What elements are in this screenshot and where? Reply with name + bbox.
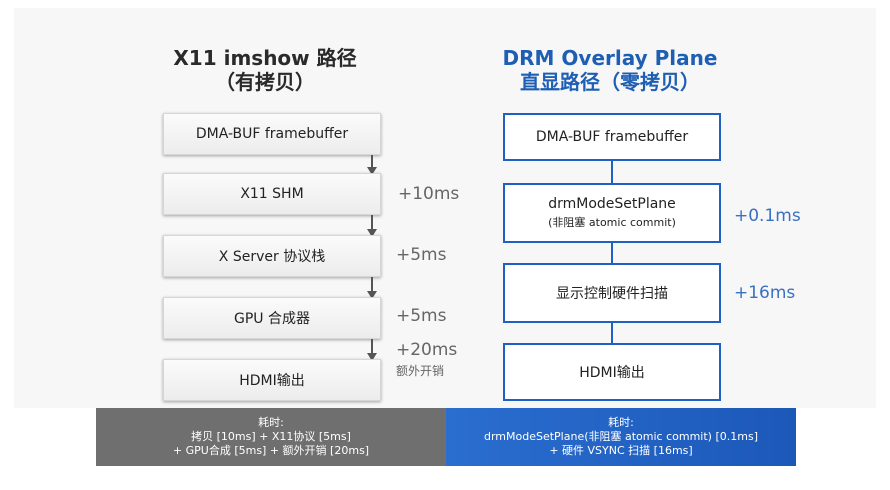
left-latency-hdmi: +20ms: [396, 340, 458, 360]
left-footer-line1: 耗时:: [258, 416, 284, 429]
right-title-line2: 直显路径（零拷贝）: [520, 70, 700, 94]
left-step-xserver: X Server 协议栈: [163, 235, 381, 277]
left-latency-note: 额外开销: [396, 364, 445, 378]
left-step-gpu-compositor: GPU 合成器: [163, 297, 381, 339]
left-step-label: X11 SHM: [240, 186, 304, 202]
left-connector: [371, 215, 373, 231]
left-latency-xserver: +5ms: [396, 245, 447, 265]
right-timing-summary: 耗时: drmModeSetPlane(非阻塞 atomic commit) […: [446, 408, 796, 466]
left-step-label: GPU 合成器: [234, 311, 310, 327]
right-footer-line2: drmModeSetPlane(非阻塞 atomic commit) [0.1m…: [483, 430, 758, 443]
left-title-line2: （有拷贝）: [215, 70, 315, 94]
left-latency-x11-shm: +10ms: [398, 184, 460, 204]
right-step-label: HDMI输出: [579, 365, 645, 381]
left-connector: [371, 277, 373, 293]
left-step-label: X Server 协议栈: [218, 249, 326, 265]
right-step-label: 显示控制硬件扫描: [556, 286, 668, 302]
right-path-title: DRM Overlay Plane 直显路径（零拷贝）: [470, 46, 750, 94]
right-step-label: DMA-BUF framebuffer: [535, 129, 689, 145]
left-connector: [371, 339, 373, 355]
left-arrow-icon: [367, 291, 377, 299]
left-arrow-icon: [367, 353, 377, 361]
left-latency-gpu: +5ms: [396, 306, 447, 326]
left-timing-summary: 耗时: 拷贝 [10ms] + X11协议 [5ms] + GPU合成 [5ms…: [96, 408, 446, 466]
right-step-setplane: drmModeSetPlane (非阻塞 atomic commit): [503, 183, 721, 243]
left-step-label: DMA-BUF framebuffer: [195, 126, 349, 142]
left-footer-line3: + GPU合成 [5ms] + 额外开销 [20ms]: [172, 444, 370, 457]
left-footer-line2: 拷贝 [10ms] + X11协议 [5ms]: [191, 430, 351, 443]
left-title-line1: X11 imshow 路径: [173, 46, 357, 70]
left-arrow-icon: [367, 229, 377, 237]
left-arrow-icon: [367, 167, 377, 175]
right-connector: [611, 161, 613, 183]
left-path-title: X11 imshow 路径 （有拷贝）: [150, 46, 380, 94]
right-latency-setplane: +0.1ms: [734, 206, 801, 226]
diagram-background: [14, 8, 876, 408]
right-title-line1: DRM Overlay Plane: [502, 46, 718, 70]
left-step-x11-shm: X11 SHM: [163, 173, 381, 215]
right-connector: [611, 243, 613, 263]
right-step-label: drmModeSetPlane: [548, 196, 676, 212]
left-step-label: HDMI输出: [239, 373, 305, 389]
right-step-hdmi: HDMI输出: [503, 343, 721, 401]
right-step-scanout: 显示控制硬件扫描: [503, 263, 721, 323]
right-latency-scanout: +16ms: [734, 283, 796, 303]
right-footer-line1: 耗时:: [608, 416, 634, 429]
left-step-dmabuf: DMA-BUF framebuffer: [163, 113, 381, 155]
left-step-hdmi: HDMI输出: [163, 359, 381, 401]
right-step-dmabuf: DMA-BUF framebuffer: [503, 113, 721, 161]
right-connector: [611, 323, 613, 343]
right-step-sublabel: (非阻塞 atomic commit): [548, 216, 676, 229]
right-footer-line3: + 硬件 VSYNC 扫描 [16ms]: [549, 444, 693, 457]
left-connector: [371, 155, 373, 169]
